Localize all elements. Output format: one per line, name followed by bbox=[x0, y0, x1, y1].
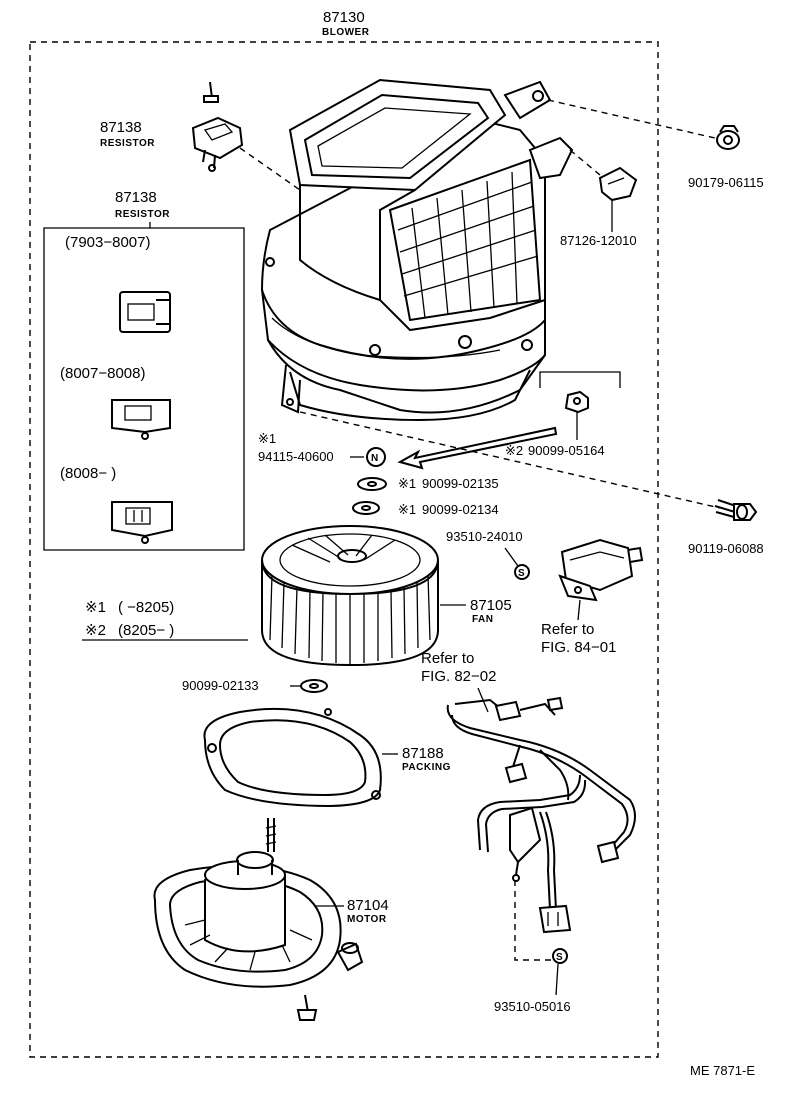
resistor-variant-2-icon bbox=[111, 399, 171, 440]
screw-s1-symbol: S bbox=[518, 568, 525, 579]
fan-part bbox=[261, 525, 439, 667]
nut-icon bbox=[564, 390, 589, 414]
blower-number: 87130 bbox=[323, 9, 365, 26]
screw-s1-icon bbox=[514, 564, 530, 580]
washer-2-mark: ※1 bbox=[398, 502, 416, 517]
screw-s2-symbol: S bbox=[556, 952, 563, 963]
ref-fig82-line2: FIG. 82−02 bbox=[421, 668, 496, 685]
wire-harness-part bbox=[446, 696, 636, 961]
relay-connector-icon bbox=[558, 538, 644, 602]
washer-2-number: 90099-02134 bbox=[422, 502, 499, 517]
clip-number: 87126-12010 bbox=[560, 233, 637, 248]
nut-n-symbol: N bbox=[371, 453, 379, 464]
ref-fig84-line2: FIG. 84−01 bbox=[541, 639, 616, 656]
resistor-top-part bbox=[191, 116, 244, 172]
note-1-mark: ※1 bbox=[85, 599, 106, 616]
washer-1-number: 90099-02135 bbox=[422, 476, 499, 491]
nut-n-icon bbox=[366, 447, 386, 467]
packing-part bbox=[203, 707, 382, 808]
motor-number: 87104 bbox=[347, 897, 389, 914]
resistor-box-frame bbox=[43, 222, 245, 551]
washer-1-mark: ※1 bbox=[398, 476, 416, 491]
motor-name: MOTOR bbox=[347, 914, 387, 925]
grommet-icon bbox=[716, 125, 740, 150]
screw-s2-number: 93510-05016 bbox=[494, 999, 571, 1014]
grommet-number: 90179-06115 bbox=[688, 175, 764, 190]
note-1-range: ( −8205) bbox=[118, 599, 174, 616]
resistor-top-number: 87138 bbox=[100, 119, 142, 136]
resistor-box-number: 87138 bbox=[115, 189, 157, 206]
diagram-code: ME 7871-E bbox=[690, 1063, 755, 1078]
screw-s1-number: 93510-24010 bbox=[446, 529, 523, 544]
washer-2-icon bbox=[352, 501, 380, 515]
washer-3-number: 90099-02133 bbox=[182, 678, 259, 693]
washer-1-icon bbox=[357, 477, 387, 491]
screw-top-icon bbox=[203, 81, 219, 103]
ref-fig84-line1: Refer to bbox=[541, 621, 594, 638]
nut-n-number: 94115-40600 bbox=[258, 449, 334, 464]
packing-number: 87188 bbox=[402, 745, 444, 762]
note-2-mark: ※2 bbox=[85, 622, 106, 639]
resistor-variant-1-icon bbox=[119, 291, 171, 333]
resistor-variant-3-icon bbox=[111, 501, 173, 544]
nut-number: 90099-05164 bbox=[528, 443, 605, 458]
blower-name: BLOWER bbox=[322, 27, 370, 38]
packing-name: PACKING bbox=[402, 762, 451, 773]
resistor-variant-1-range: (7903−8007) bbox=[65, 234, 151, 251]
nut-n-mark: ※1 bbox=[258, 431, 276, 446]
fan-number: 87105 bbox=[470, 597, 512, 614]
clip-icon bbox=[598, 166, 638, 202]
bolt-number: 90119-06088 bbox=[688, 541, 764, 556]
assembly-border bbox=[29, 41, 659, 1058]
resistor-variant-2-range: (8007−8008) bbox=[60, 365, 146, 382]
bolt-icon bbox=[714, 499, 758, 521]
washer-3-icon bbox=[300, 679, 328, 693]
nut-mark: ※2 bbox=[505, 443, 523, 458]
ref-fig82-line1: Refer to bbox=[421, 650, 474, 667]
resistor-top-name: RESISTOR bbox=[100, 138, 155, 149]
resistor-box-name: RESISTOR bbox=[115, 209, 170, 220]
motor-screw-icon bbox=[296, 994, 318, 1021]
motor-part bbox=[153, 818, 364, 988]
fan-name: FAN bbox=[472, 614, 494, 625]
note-2-range: (8205− ) bbox=[118, 622, 174, 639]
blower-housing bbox=[260, 78, 574, 422]
screw-s2-icon bbox=[552, 948, 568, 964]
resistor-variant-3-range: (8008− ) bbox=[60, 465, 116, 482]
